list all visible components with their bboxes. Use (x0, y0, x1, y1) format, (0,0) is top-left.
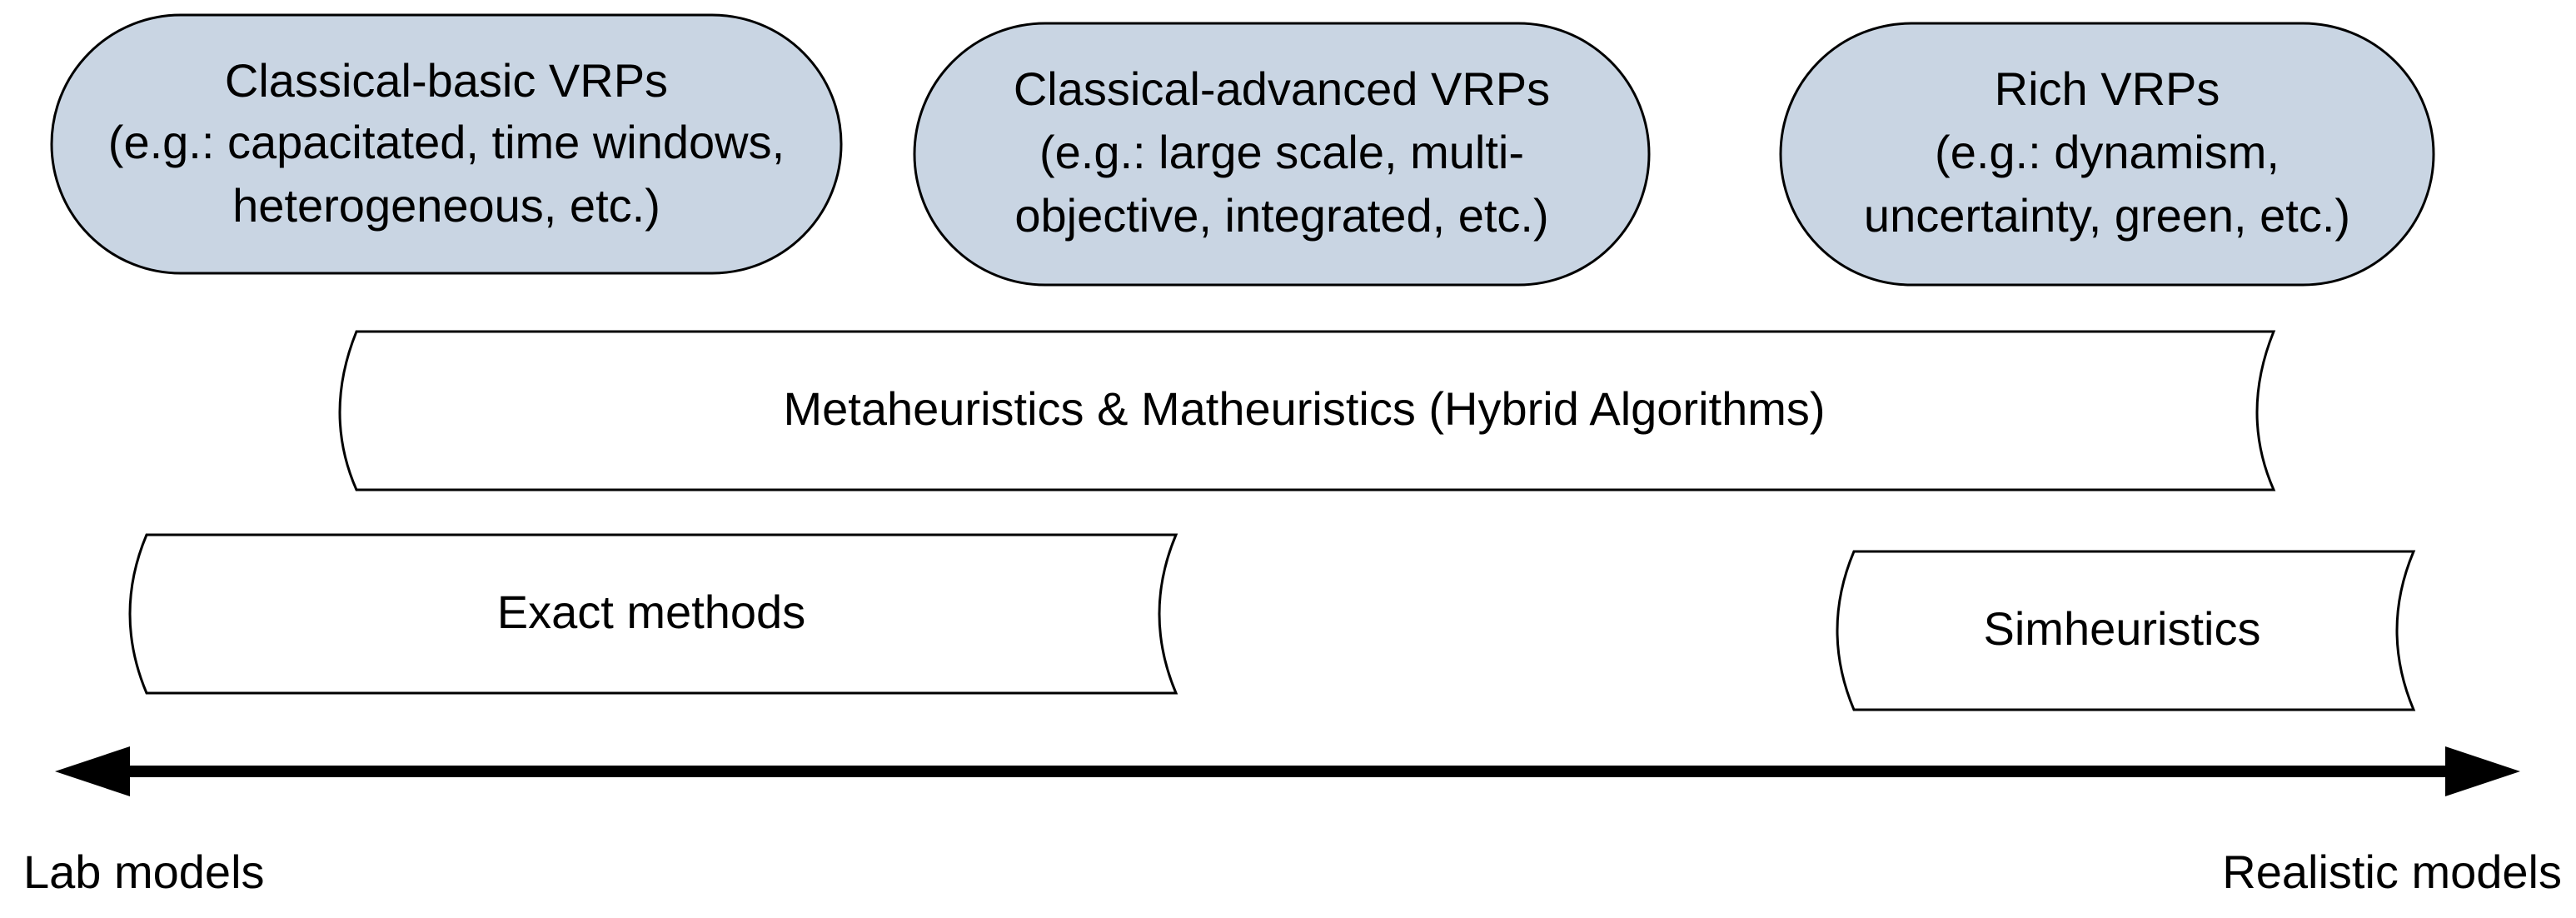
category-rich: Rich VRPs (e.g.: dynamism, uncertainty, … (1779, 22, 2435, 287)
spectrum-axis-arrow (55, 746, 2520, 796)
category-classical-basic: Classical-basic VRPs (e.g.: capacitated,… (50, 13, 843, 275)
method-band-shape (128, 533, 1178, 695)
axis-arrowhead-right (2445, 746, 2520, 796)
method-band-shape (338, 330, 2276, 491)
method-band-shape (1836, 550, 2416, 711)
method-metaheuristics: Metaheuristics & Matheuristics (Hybrid A… (338, 330, 2276, 491)
axis-label-right: Realistic models (2222, 846, 2562, 898)
method-label: Exact methods (497, 586, 805, 638)
method-simheuristics: Simheuristics (1836, 550, 2416, 711)
category-examples-line-1: (e.g.: large scale, multi- (1039, 126, 1524, 178)
category-pill-shape (1779, 22, 2435, 287)
category-examples-line-2: heterogeneous, etc.) (232, 179, 660, 232)
category-title: Rich VRPs (1995, 62, 2220, 115)
category-title: Classical-advanced VRPs (1014, 62, 1550, 115)
category-examples-line-1: (e.g.: capacitated, time windows, (108, 116, 785, 168)
axis-arrowhead-left (55, 746, 130, 796)
category-pill-shape (50, 13, 843, 275)
method-label: Simheuristics (1984, 602, 2261, 655)
category-examples-line-1: (e.g.: dynamism, (1935, 126, 2280, 178)
method-exact: Exact methods (128, 533, 1178, 695)
category-classical-advanced: Classical-advanced VRPs (e.g.: large sca… (913, 22, 1651, 287)
category-examples-line-2: uncertainty, green, etc.) (1864, 189, 2350, 242)
category-title: Classical-basic VRPs (225, 54, 668, 107)
method-label: Metaheuristics & Matheuristics (Hybrid A… (783, 382, 1825, 435)
axis-label-left: Lab models (23, 846, 265, 898)
category-pill-shape (913, 22, 1651, 287)
category-examples-line-2: objective, integrated, etc.) (1014, 189, 1548, 242)
